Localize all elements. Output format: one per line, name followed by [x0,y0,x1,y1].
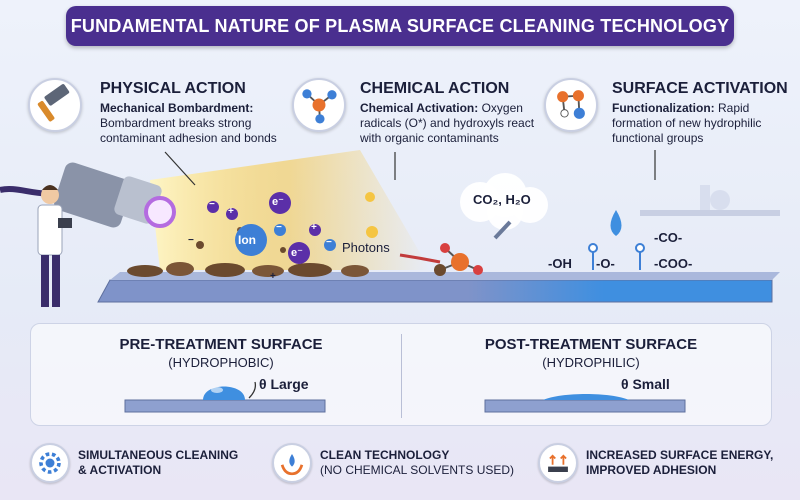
surface-activation-heading: SURFACE ACTIVATION [612,80,788,97]
physical-action-desc: Mechanical Bombardment: Bombardment brea… [100,101,277,145]
surface-energy-icon [538,443,578,483]
pre-treatment-sub: (HYDROPHOBIC) [168,355,274,370]
physical-action-heading: PHYSICAL ACTION [100,80,246,97]
panel-divider [401,334,402,418]
plasma-nozzle [54,162,176,228]
plasma-scene: e⁻ Ion e⁻ Photons − + − + − + − CO₂, H₂O… [0,150,800,320]
lab-shelf [640,210,780,216]
charge-sign-2: + [228,206,234,217]
plasma-beam [150,150,430,270]
group-o: -O- [596,256,615,271]
scientist-figure [37,185,72,307]
pre-theta-label: θ Large [259,376,309,392]
chemical-action-desc: Chemical Activation: Oxygen radicals (O*… [360,101,535,145]
pre-treatment-title: PRE-TREATMENT SURFACE [119,336,323,353]
charge-sign-4: + [311,222,317,233]
electron-particle-1 [269,192,291,214]
ion-particle [235,224,267,256]
benefit-clean-technology-text: CLEAN TECHNOLOGY (NO CHEMICAL SOLVENTS U… [320,448,515,477]
benefit-clean-technology: CLEAN TECHNOLOGY (NO CHEMICAL SOLVENTS U… [272,439,514,487]
chemical-action-heading: CHEMICAL ACTION [360,80,510,97]
post-theta-label: θ Small [621,376,670,392]
post-treatment-title: POST-TREATMENT SURFACE [484,336,698,353]
group-oh: -OH [548,256,572,271]
title-banner: FUNDAMENTAL NATURE OF PLASMA SURFACE CLE… [66,6,734,46]
reaction-arrow [399,253,441,264]
charge-sign-6: + [270,271,276,282]
benefit-surface-energy-text: INCREASED SURFACE ENERGY, IMPROVED ADHES… [586,448,774,477]
post-treatment-diagram [484,394,686,413]
post-treatment-sub: (HYDROPHILIC) [542,355,640,370]
photons-label: Photons [342,240,390,255]
benefit-surface-energy: INCREASED SURFACE ENERGY, IMPROVED ADHES… [538,439,773,487]
gas-arrow [493,220,512,240]
hammer-icon [28,78,82,132]
pre-treatment-diagram [124,381,326,413]
electron-particle-2 [288,242,310,264]
gear-icon [30,443,70,483]
water-drop-icon [610,210,622,236]
charge-sign-7: − [188,235,194,246]
functional-group-icon [544,78,598,132]
gas-cloud [460,173,548,230]
electron-label-2: e⁻ [291,247,303,259]
pointer-physical [164,151,196,186]
charge-sign-3: − [276,222,282,233]
electron-label-1: e⁻ [272,196,284,208]
charge-sign-5: − [326,237,332,248]
surface-comparison-panel: PRE-TREATMENT SURFACE (HYDROPHOBIC) θ La… [30,323,772,426]
group-coo: -COO- [654,256,693,271]
photon-dot [366,226,378,238]
charge-sign-1: − [209,199,215,210]
contaminant-layer [127,227,369,277]
gas-products-label: CO₂, H₂O [473,192,531,207]
benefit-simultaneous: SIMULTANEOUS CLEANING & ACTIVATION [30,439,238,487]
water-hands-icon [272,443,312,483]
molecule-icon [292,78,346,132]
functional-group-pins [588,243,645,270]
page-title: FUNDAMENTAL NATURE OF PLASMA SURFACE CLE… [70,15,730,36]
reacting-molecule [434,243,483,276]
group-co: -CO- [654,230,683,245]
ion-label: Ion [238,233,256,247]
surface-activation-desc: Functionalization: Rapid formation of ne… [612,101,762,145]
lab-flask [700,185,710,210]
substrate [97,279,773,303]
benefit-simultaneous-text: SIMULTANEOUS CLEANING & ACTIVATION [78,448,239,477]
